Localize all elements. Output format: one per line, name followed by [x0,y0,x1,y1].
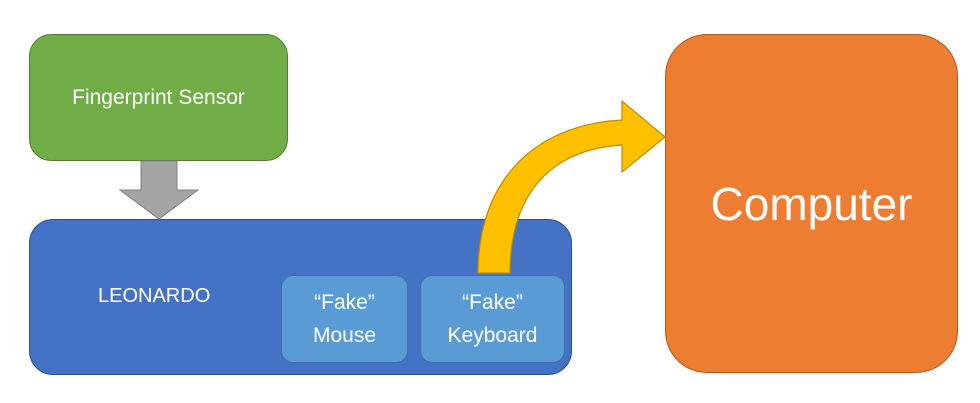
leonardo-label: LEONARDO [98,285,211,307]
fake-mouse-label-line1: “Fake” [314,291,375,314]
computer-label: Computer [710,177,913,230]
fake-keyboard-label-line1: “Fake” [462,291,523,314]
fake-keyboard-label-line2: Keyboard [447,324,538,347]
fake-mouse-label-line2: Mouse [312,324,377,347]
sensor-to-leonardo-arrow [118,160,200,220]
fingerprint-sensor-label: Fingerprint Sensor [72,85,245,109]
computer-box: Computer [665,34,958,373]
fake-keyboard-box: “Fake” Keyboard [420,275,565,363]
fake-mouse-box: “Fake” Mouse [281,275,408,363]
fingerprint-sensor-box: Fingerprint Sensor [29,34,288,161]
keyboard-to-computer-arrow [477,99,666,274]
